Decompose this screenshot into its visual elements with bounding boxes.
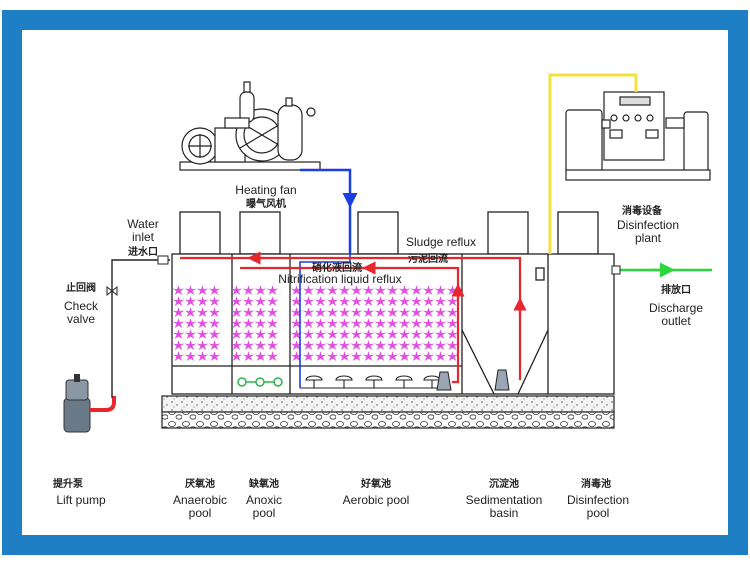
stage-cn-disinfection: 消毒池 (581, 479, 611, 490)
disinfection-plant-cn-label: 消毒设备 (622, 206, 662, 217)
stage-en-anaerobic-2: pool (188, 506, 212, 520)
disinfection-plant-equipment (565, 91, 711, 181)
gravel-bed (161, 411, 615, 429)
inlet-pipe (111, 259, 170, 398)
stage-cn-anaerobic: 厌氧池 (185, 479, 215, 490)
lift-pump (63, 374, 116, 433)
sludge-reflux-cn-label: 污泥回流 (408, 254, 448, 265)
stage-cn-anoxic: 缺氧池 (249, 479, 279, 490)
disinfectant-line (548, 73, 638, 254)
disinfection-plant-label-2: plant (634, 231, 662, 245)
air-supply-line (300, 168, 352, 254)
discharge-label-1: Discharge (648, 301, 704, 315)
check-valve-label-2: valve (66, 312, 95, 326)
check-valve-cn-label: 止回阀 (66, 283, 96, 294)
sludge-reflux-line (180, 256, 522, 380)
stage-en-disinfection-1: Disinfection (566, 493, 630, 507)
stage-cn-lift-pump: 提升泵 (53, 479, 83, 490)
stage-en-anoxic-1: Anoxic (245, 493, 283, 507)
discharge-flange (611, 265, 621, 275)
anoxic-mixer (237, 377, 283, 387)
concrete-slab (161, 395, 615, 413)
inlet-flange (157, 255, 169, 265)
stage-en-sedimentation-2: basin (489, 506, 519, 520)
water-inlet-label-1: Water (127, 217, 159, 231)
nitrification-label: Nitrification liquid reflux (278, 272, 402, 286)
heating-fan-label: Heating fan (235, 183, 297, 197)
water-inlet-cn-label: 进水口 (128, 247, 158, 258)
check-valve-label-1: Check (63, 299, 98, 313)
stage-en-disinfection-2: pool (586, 506, 610, 520)
sludge-reflux-label: Sludge reflux (405, 235, 477, 249)
stage-en-lift-pump: Lift pump (56, 493, 106, 507)
heating-fan-blower (179, 81, 321, 171)
discharge-label-2: outlet (661, 314, 691, 328)
blue-border (2, 10, 748, 555)
nitrification-cn-label: 硝化液回流 (312, 263, 362, 274)
discharge-cn-label: 排放口 (661, 285, 691, 296)
return-pumps (436, 369, 510, 391)
disinfection-plant-label-1: Disinfection (616, 218, 680, 232)
stage-en-anoxic-2: pool (252, 506, 276, 520)
stage-cn-sedimentation: 沉淀池 (489, 479, 519, 490)
check-valve-symbol (106, 285, 118, 297)
stage-en-sedimentation-1: Sedimentation (465, 493, 543, 507)
heating-fan-cn-label: 曝气风机 (246, 199, 286, 210)
nitrification-reflux-line (240, 266, 460, 384)
water-inlet-label-2: inlet (131, 230, 154, 244)
stage-en-aerobic: Aerobic pool (342, 493, 410, 507)
stage-en-anaerobic-1: Anaerobic (172, 493, 228, 507)
stage-cn-aerobic: 好氧池 (361, 479, 391, 490)
